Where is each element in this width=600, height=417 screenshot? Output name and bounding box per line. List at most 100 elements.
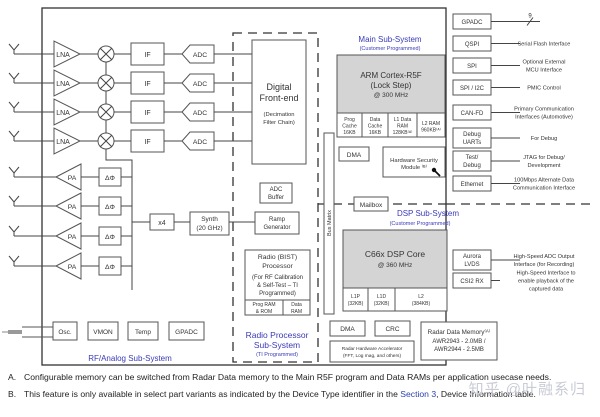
interface-label: For Debug (531, 136, 557, 142)
dfe-title-1: Digital (266, 82, 291, 92)
dsp-memory-label: (32KB) (374, 301, 390, 307)
antenna-icon (8, 166, 20, 177)
radar-hardware-accelerator (329, 340, 415, 363)
arm-core-label-3: @ 300 MHz (374, 92, 408, 99)
lna-label: LNA (56, 81, 70, 88)
interface-label: PMIC Control (527, 86, 561, 92)
radar-memory-label-2: AWR2943 - 2.0MB / (432, 339, 485, 345)
main-memory-label: Prog (344, 117, 355, 123)
antenna-icon (8, 72, 20, 83)
arm-core-label-2: (Lock Step) (371, 81, 412, 90)
adc-buffer-label-2: Buffer (268, 195, 284, 201)
interface-block-label: SPI / I2C (460, 86, 485, 92)
adc-buffer-label-1: ADC (270, 187, 283, 193)
radar-memory-label-1: Radar Data Memory⁽ᴬ⁾ (428, 328, 491, 336)
pa-label: PA (68, 234, 77, 241)
interface-block-label: Test/ (466, 155, 479, 161)
main-memory-label: L2 RAM (422, 121, 440, 127)
main-memory-block (416, 112, 446, 138)
rf-bottom-block (87, 321, 119, 341)
main-dma-label: DMA (347, 152, 362, 159)
interface-label: High-Speed ADC Output (514, 254, 575, 260)
interface-label: captured data (529, 287, 564, 293)
adc-buffer (259, 182, 293, 204)
main-memory-label: Data (370, 117, 381, 123)
interface-block-label: GPADC (462, 20, 484, 26)
main-memory-block (387, 112, 418, 138)
if-label: IF (144, 81, 150, 88)
synth-label-2: (20 GHz) (196, 225, 222, 232)
footnote-b-text-2: , Device Information table. (436, 388, 536, 399)
footnote-a-label: A. (8, 372, 17, 382)
wrench-icon (431, 167, 441, 177)
main-subsystem-title: Main Sub-System (358, 35, 421, 44)
phase-shifter-label: ΔΦ (105, 175, 116, 182)
footnote-b-text-1: This feature is only available in select… (24, 388, 401, 399)
bus-matrix (323, 132, 335, 315)
radio-processor-boundary (232, 32, 319, 363)
interface-label: enable playback of the (518, 279, 574, 285)
digital-front-end (251, 39, 307, 165)
main-memory-label: 960KB⁽ᴬ⁾ (421, 128, 441, 134)
rf-bottom-block (52, 321, 78, 341)
arm-cortex-r5f (336, 54, 446, 114)
lna-amplifier (53, 98, 82, 126)
lna-label: LNA (56, 139, 70, 146)
main-memory-label: Cache (342, 124, 357, 130)
interface-label: Interface (for Recording) (514, 262, 575, 268)
lna-label: LNA (56, 52, 70, 59)
watermark: 知乎 @叶融系归 (468, 381, 586, 398)
multiplier-label: x4 (158, 220, 166, 227)
bist-label-4: & Self-Test – TI (257, 283, 298, 289)
rf-bottom-block (127, 321, 159, 341)
dsp-dma (329, 320, 366, 337)
bist-label-1: Radio (BIST) (258, 254, 297, 261)
lna-amplifier (53, 127, 82, 155)
adc-label: ADC (193, 110, 207, 117)
dfe-title-2: Front-end (259, 93, 298, 103)
arm-core-label-1: ARM Cortex-R5F (360, 71, 421, 80)
interface-block-label: Ethernet (461, 182, 484, 188)
interface-label: MCU Interface (526, 68, 562, 74)
dfe-subtitle-2: Filter Chain) (263, 120, 295, 126)
lna-amplifier (53, 69, 82, 97)
footnote-a-text: Configurable memory can be switched from… (24, 372, 552, 382)
antenna-icon (8, 130, 20, 141)
interface-label: Primary Communication (514, 107, 574, 113)
dsp-memory-label: L1D (377, 294, 387, 300)
hsm-label-1: Hardware Security (390, 158, 438, 164)
dsp-core-label-1: C66x DSP Core (365, 249, 426, 259)
dsp-memory-block (394, 287, 448, 312)
main-subsystem-subtitle: (Customer Programmed) (360, 46, 421, 52)
hsm-label-2: Module ⁽ᴮ⁾ (401, 164, 427, 171)
antenna-icon (8, 255, 20, 266)
interface-block-label: QSPI (465, 42, 480, 48)
ramp-label-1: Ramp (269, 217, 286, 223)
main-dma (338, 146, 370, 162)
bist-processor (244, 249, 311, 316)
dsp-memory-label: L1P (351, 294, 361, 300)
footnotes: A. Configurable memory can be switched f… (0, 370, 600, 401)
section-3-link[interactable]: Section 3 (400, 388, 437, 399)
mailbox (353, 196, 389, 212)
bist-label-3: (For RF Calibration (252, 275, 303, 281)
rf-bottom-block-label: Osc. (58, 329, 72, 336)
interface-block-label: Aurora (463, 254, 482, 260)
main-memory-label: 16KB (369, 130, 382, 136)
antenna-icon (8, 101, 20, 112)
radio-processor-title-1: Radio Processor (246, 330, 309, 340)
c66x-dsp-core (342, 229, 448, 289)
dsp-subsystem-subtitle: (Customer Programmed) (390, 221, 451, 227)
chip-boundary (41, 7, 447, 366)
interface-block-label: LVDS (464, 262, 479, 268)
prog-ram-label-1: Prog RAM (252, 302, 275, 308)
interface-block-label: Debug (463, 163, 481, 169)
adc-label: ADC (193, 81, 207, 88)
phase-shifter-label: ΔΦ (105, 204, 116, 211)
hwa-label-1: Radar Hardware Accelerator (342, 346, 403, 352)
rf-bottom-block-label: GPADC (175, 329, 198, 336)
phase-shifter-label: ΔΦ (105, 264, 116, 271)
interface-label: Development (528, 163, 561, 169)
interface-label: Interfaces (Automotive) (515, 115, 573, 121)
